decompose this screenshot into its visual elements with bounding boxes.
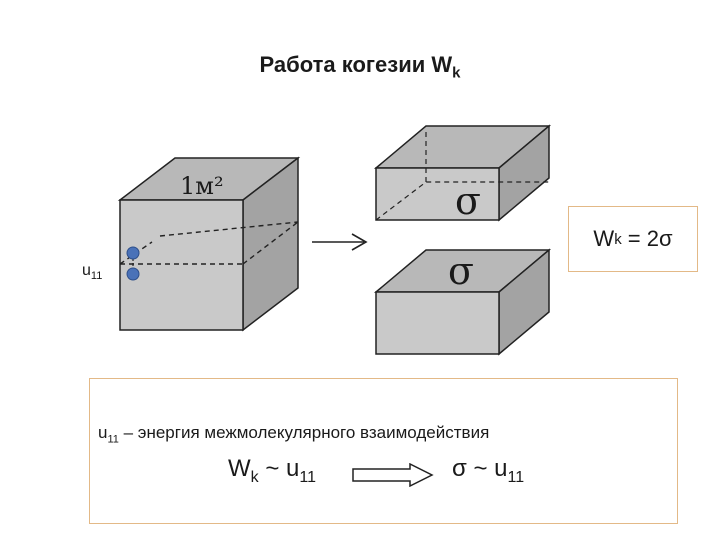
formula-w-subscript: k [614,230,622,248]
sigma-upper-surface: σ [455,179,481,223]
proportionality-w-subscript: k [250,468,259,486]
page-title: Работа когезии Wk [0,52,720,81]
whole-cube [117,156,301,332]
energy-definition: u11 – энергия межмолекулярного взаимодей… [98,423,489,445]
formula-w: W [593,226,615,251]
definition-text: – энергия межмолекулярного взаимодействи… [118,423,490,442]
tension-text: σ ~ u [452,455,508,482]
definition-u: u [98,423,108,442]
implication-arrow-icon [352,463,434,487]
proportionality-w: W [228,455,251,482]
proportionality-mid: ~ u [258,455,300,482]
info-box: u11 – энергия межмолекулярного взаимодей… [89,378,678,524]
tension-subscript: 11 [507,468,525,486]
work-proportionality: Wk ~ u11 [228,455,316,487]
sigma-lower-surface: σ [448,249,474,293]
tension-proportionality: σ ~ u11 [452,455,524,487]
formula-rest: = 2σ [621,226,673,251]
proportionality-u-subscript: 11 [299,468,316,486]
molecule-lower [126,267,140,281]
whole-cube-front [119,199,244,331]
upper-block [373,124,552,222]
lower-block-front [375,291,500,355]
title-subscript: k [452,64,461,82]
molecule-upper [126,246,140,260]
lower-block [373,248,552,356]
u11-label: u11 [82,262,102,282]
upper-block-front [375,167,500,221]
u11-letter: u [82,262,91,279]
separation-arrow [312,233,368,251]
title-text: Работа когезии W [259,52,453,77]
upper-block-hidden-edges [375,130,549,221]
unit-area-label: 1м² [180,172,224,200]
u11-subscript: 11 [90,270,103,283]
definition-u-subscript: 11 [107,433,119,446]
